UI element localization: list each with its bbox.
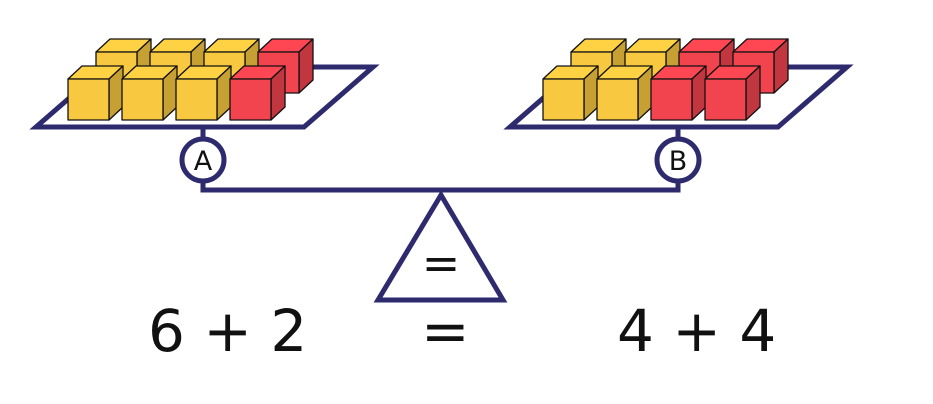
pan-a-cubes [67,38,314,121]
pan-a-label-circle [179,136,227,184]
cube [650,65,707,121]
cube-front [121,78,164,121]
pan-b-label: B [669,146,688,177]
equals-sign: = [421,297,470,365]
cube [175,65,232,121]
cube [121,65,178,121]
cube [542,65,599,121]
pan-b-cubes [542,38,789,121]
cube [704,65,761,121]
pan-b-label-circle [654,136,702,184]
cube [596,65,653,121]
cube-front [542,78,585,121]
cube-front [650,78,693,121]
cube-front [229,78,272,121]
cube-front [596,78,639,121]
cube [229,65,286,121]
right-expression: 4 + 4 [617,297,777,365]
fulcrum-equals-sign: = [422,236,461,290]
cube [67,65,124,121]
cube-front [704,78,747,121]
pan-a-label: A [194,146,213,177]
cube-front [175,78,218,121]
balance-beam [200,160,681,193]
left-expression: 6 + 2 [148,297,308,365]
fulcrum-triangle [373,190,508,303]
cube-front [67,78,110,121]
